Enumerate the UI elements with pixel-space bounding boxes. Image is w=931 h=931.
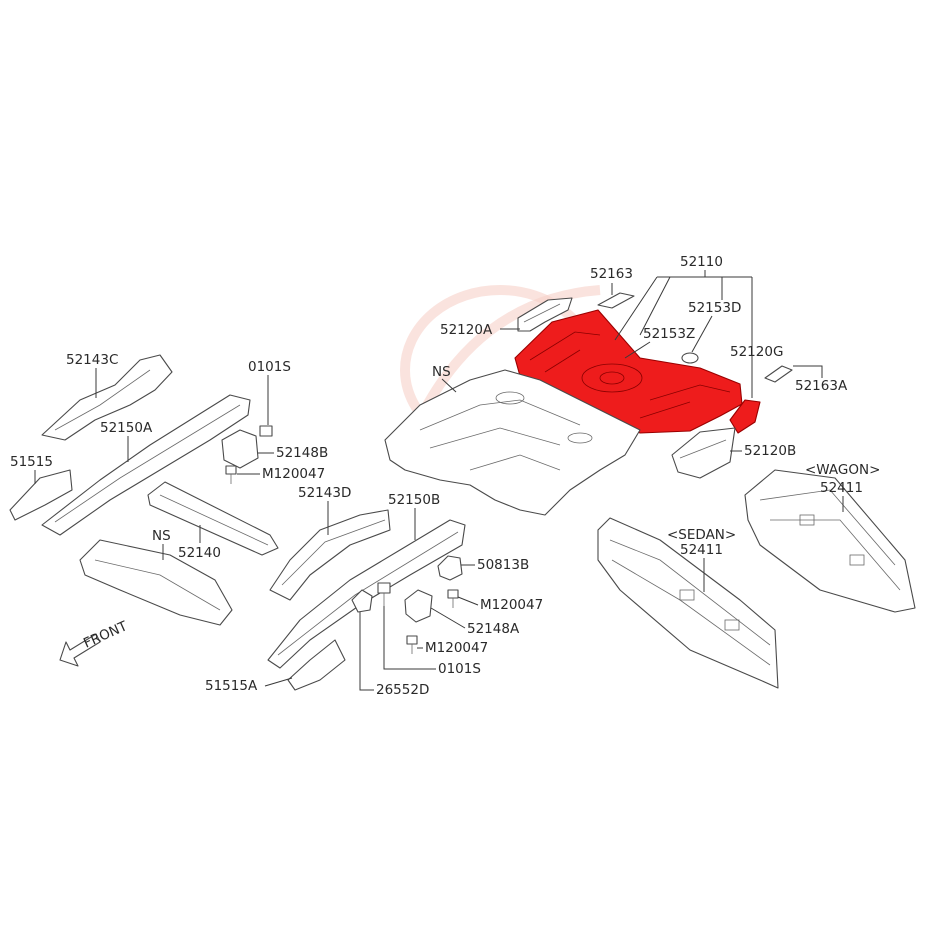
part-51515-bracket — [9, 469, 73, 521]
label-52411-wagon: 52411 — [820, 480, 863, 496]
label-52110: 52110 — [680, 254, 723, 270]
label-52150A: 52150A — [100, 420, 153, 436]
label-ns-lower: NS — [152, 528, 171, 544]
leader-lines — [34, 270, 844, 691]
label-52140: 52140 — [178, 545, 221, 561]
label-ns-top: NS — [432, 364, 451, 380]
label-52153Z: 52153Z — [643, 326, 695, 342]
label-50813B: 50813B — [477, 557, 529, 573]
part-52411-wagon-rear-panel — [744, 469, 916, 613]
label-26552D: 26552D — [376, 682, 429, 698]
part-52140-crossmember — [147, 481, 279, 556]
label-52148B: 52148B — [276, 445, 328, 461]
label-0101S-lower: 0101S — [438, 661, 481, 677]
label-52120G: 52120G — [730, 344, 783, 360]
label-52120A: 52120A — [440, 322, 493, 338]
part-M120047-bolt-top — [225, 465, 237, 484]
part-0101S-bolt-lower — [377, 582, 391, 606]
label-51515A: 51515A — [205, 678, 258, 694]
label-M120047-mid: M120047 — [480, 597, 543, 613]
part-52143D-rail — [269, 509, 391, 601]
part-52148B-bracket — [221, 429, 259, 469]
part-52411-sedan-rear-panel — [597, 517, 779, 689]
part-52120A-bracket — [517, 297, 573, 332]
part-51515A-bracket — [287, 639, 346, 691]
label-52163A: 52163A — [795, 378, 848, 394]
label-sedan: <SEDAN> — [667, 527, 736, 543]
label-M120047-lower: M120047 — [425, 640, 488, 656]
label-52120B: 52120B — [744, 443, 796, 459]
part-M120047-bolt-mid — [447, 589, 459, 608]
part-52120G-bracket — [729, 399, 761, 434]
part-52110-rear-floor-pan — [514, 309, 743, 434]
label-52411-sedan: 52411 — [680, 542, 723, 558]
part-52163-tab — [597, 292, 635, 309]
part-52143C-rail — [41, 354, 173, 441]
part-ns-front-floor — [384, 369, 641, 516]
label-52150B: 52150B — [388, 492, 440, 508]
label-52148A: 52148A — [467, 621, 520, 637]
label-M120047-top: M120047 — [262, 466, 325, 482]
part-52150A-rail — [41, 394, 251, 536]
part-26552D-bracket — [351, 589, 373, 613]
part-52148A-bracket — [404, 589, 433, 623]
label-51515: 51515 — [10, 454, 53, 470]
part-ns-lower-floor — [79, 539, 233, 626]
label-52163: 52163 — [590, 266, 633, 282]
label-52143C: 52143C — [66, 352, 118, 368]
label-52143D: 52143D — [298, 485, 351, 501]
label-0101S-top: 0101S — [248, 359, 291, 375]
label-front: FRONT — [81, 618, 130, 652]
part-52153Z-cap — [681, 352, 699, 364]
part-50813B-bracket — [437, 555, 463, 581]
part-52120B-panel — [671, 427, 736, 479]
part-M120047-bolt-lower — [406, 635, 418, 654]
label-wagon: <WAGON> — [805, 462, 880, 478]
front-arrow-icon — [59, 633, 101, 667]
label-52153D: 52153D — [688, 300, 741, 316]
part-52163A-tab — [764, 365, 793, 383]
